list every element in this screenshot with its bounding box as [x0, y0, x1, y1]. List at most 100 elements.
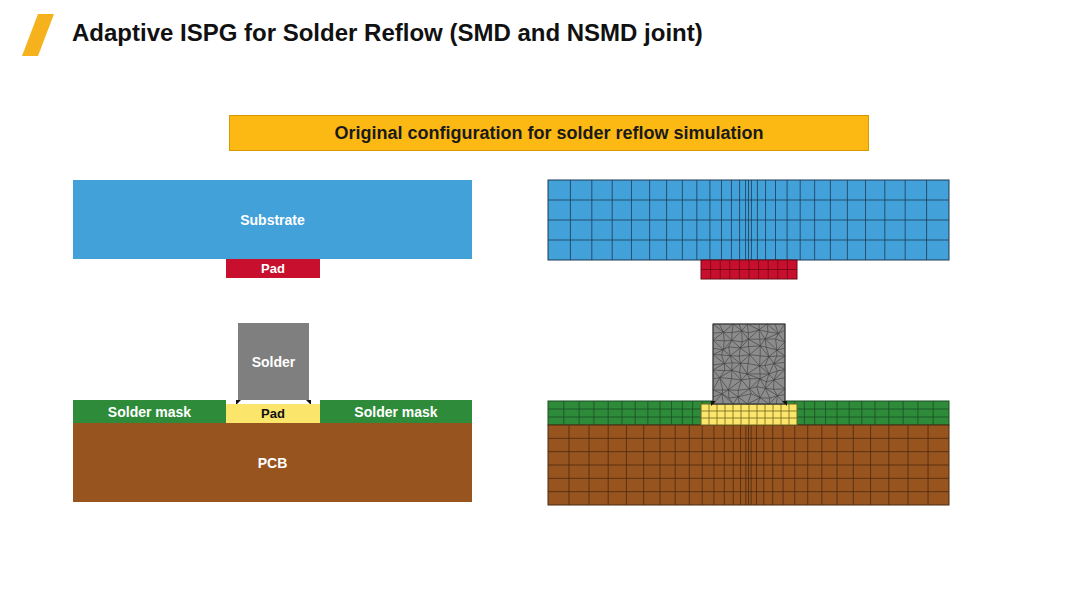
- mesh-line: [713, 350, 723, 355]
- mesh-line: [769, 404, 776, 405]
- mesh-line: [701, 418, 797, 419]
- mesh-line: [739, 363, 741, 372]
- mesh-line: [725, 404, 726, 425]
- mesh-line: [740, 339, 748, 348]
- mesh-line: [749, 379, 751, 389]
- solder-mesh-outline: [713, 324, 785, 404]
- mesh-line: [713, 324, 723, 332]
- mesh-line: [722, 394, 723, 404]
- mesh-line: [748, 333, 749, 339]
- mesh-line: [751, 394, 760, 398]
- mesh-line: [766, 347, 769, 356]
- mesh-line: [548, 240, 949, 241]
- mesh-line: [608, 401, 609, 425]
- mesh-line: [713, 340, 724, 342]
- node-label: Pad: [261, 261, 285, 276]
- mesh-line: [757, 404, 758, 425]
- mesh-line: [767, 324, 778, 333]
- mesh-line: [692, 401, 693, 425]
- mesh-line: [724, 364, 731, 371]
- mesh-line: [548, 478, 949, 479]
- mesh-line: [729, 347, 741, 348]
- mesh-line: [732, 363, 741, 370]
- mesh-line: [776, 350, 777, 356]
- mesh-line: [729, 398, 733, 404]
- mesh-line: [774, 364, 785, 370]
- mesh-line: [760, 339, 765, 340]
- mesh-line: [774, 362, 785, 363]
- mesh-line: [722, 390, 728, 394]
- mesh-line: [785, 356, 786, 362]
- mesh-line: [713, 332, 723, 340]
- mesh-line: [593, 401, 594, 425]
- mesh-line: [785, 324, 786, 330]
- mesh-line: [765, 404, 766, 425]
- mesh-line: [713, 348, 723, 350]
- corner-mark: [711, 401, 716, 406]
- solder-mask-left: Solder mask: [73, 400, 226, 423]
- pcb-mesh: [548, 425, 949, 505]
- mesh-line: [747, 324, 749, 333]
- accent-slash: [22, 14, 54, 56]
- mesh-line: [713, 354, 714, 365]
- mesh-line: [768, 332, 778, 334]
- mesh-line: [721, 350, 723, 355]
- mesh-line: [731, 333, 732, 341]
- mesh-line: [775, 324, 778, 333]
- mesh-line: [732, 379, 742, 380]
- pad-bottom-mesh: [701, 404, 797, 425]
- mesh-line: [701, 269, 797, 270]
- mesh-line: [729, 347, 731, 356]
- mesh-line: [740, 347, 748, 349]
- mesh-line: [728, 390, 738, 397]
- mesh-line: [769, 356, 777, 358]
- mesh-line: [713, 390, 714, 397]
- mesh-line: [774, 389, 778, 395]
- mesh-line: [659, 401, 660, 425]
- mesh-line: [760, 373, 769, 374]
- mesh-line: [713, 365, 714, 370]
- mesh-line: [728, 379, 731, 390]
- mesh-line: [621, 401, 622, 425]
- mesh-line: [719, 324, 733, 325]
- slide-title: Adaptive ISPG for Solder Reflow (SMD and…: [72, 19, 703, 47]
- mesh-line: [776, 339, 785, 342]
- mesh-line: [769, 374, 774, 380]
- mesh-line: [748, 355, 750, 364]
- mesh-line: [776, 339, 777, 350]
- mesh-line: [723, 347, 728, 350]
- substrate-mesh-outline: [548, 180, 949, 260]
- mesh-line: [747, 363, 748, 374]
- mesh-line: [733, 324, 741, 331]
- mesh-line: [759, 330, 765, 339]
- pcb-block: PCB: [73, 423, 472, 502]
- mesh-line: [720, 378, 732, 379]
- solder-mask-right: Solder mask: [320, 400, 472, 423]
- mesh-line: [773, 404, 774, 425]
- mesh-line: [774, 380, 785, 389]
- mesh-line: [765, 380, 774, 388]
- mesh-line: [757, 387, 760, 398]
- node-label: Solder: [252, 354, 296, 370]
- mesh-line: [776, 396, 777, 404]
- mesh-line: [748, 339, 760, 340]
- mesh-line: [750, 355, 761, 356]
- mesh-line: [720, 378, 729, 390]
- mesh-line: [635, 401, 636, 425]
- mesh-line: [765, 366, 769, 374]
- mesh-line: [748, 330, 759, 339]
- mesh-line: [766, 374, 769, 382]
- mesh-line: [741, 331, 743, 342]
- mesh-line: [732, 331, 742, 341]
- mesh-line: [747, 366, 760, 374]
- mesh-line: [728, 380, 741, 390]
- mesh-line: [777, 394, 785, 396]
- mesh-line: [765, 339, 775, 340]
- pad-top-mesh: [701, 260, 797, 279]
- pcb-mesh-outline: [548, 425, 949, 505]
- mesh-line: [741, 380, 749, 389]
- mesh-line: [723, 404, 733, 405]
- mesh-line: [747, 373, 760, 374]
- pad-top-mesh-outline: [701, 260, 797, 279]
